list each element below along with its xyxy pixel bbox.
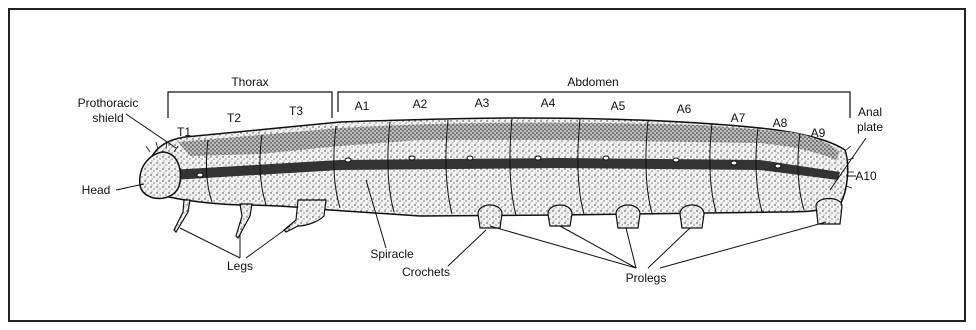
segment-a1-label: A1	[355, 99, 370, 113]
segment-t1-label: T1	[177, 125, 191, 139]
abdomen-label: Abdomen	[567, 75, 618, 89]
segment-a3-label: A3	[475, 96, 490, 110]
prolegs-label: Prolegs	[626, 271, 667, 285]
segment-t3-label: T3	[289, 104, 303, 118]
anal-plate-label-line1: Anal	[858, 105, 882, 119]
prothoracic-shield-label-line2: shield	[92, 111, 123, 125]
crochets-label: Crochets	[402, 265, 450, 279]
segment-a4-label: A4	[541, 96, 556, 110]
segment-a6-label: A6	[677, 102, 692, 116]
segment-a10-label: A10	[855, 169, 877, 183]
segment-t2-label: T2	[227, 111, 241, 125]
prothoracic-shield-label-line1: Prothoracic	[78, 96, 139, 110]
segment-a8-label: A8	[773, 116, 788, 130]
thorax-bracket	[168, 92, 332, 118]
segment-a5-label: A5	[611, 99, 626, 113]
spiracle-label: Spiracle	[370, 247, 414, 261]
segment-a7-label: A7	[731, 111, 746, 125]
legs-label: Legs	[227, 259, 253, 273]
caterpillar-body	[140, 118, 854, 238]
segment-a2-label: A2	[413, 97, 428, 111]
thorax-label: Thorax	[231, 75, 268, 89]
head-label: Head	[82, 183, 111, 197]
segment-a9-label: A9	[811, 126, 826, 140]
anal-plate-label-line2: plate	[857, 120, 883, 134]
